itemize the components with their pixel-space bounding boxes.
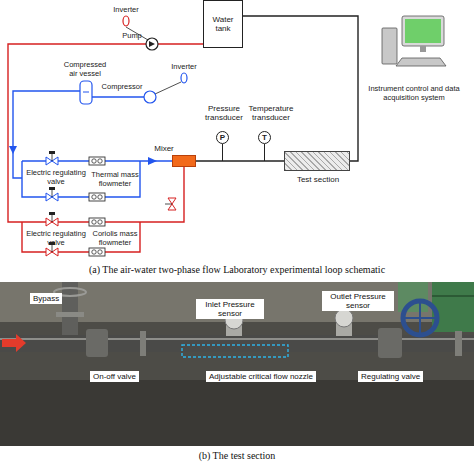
- photo-main-pipe: [0, 335, 474, 352]
- pump-symbol: [146, 38, 158, 50]
- valve-actuator: [52, 190, 53, 197]
- component-label: Electric regulating valve: [22, 229, 90, 247]
- valve-actuator: [165, 204, 172, 205]
- flowmeter-symbol: [89, 218, 105, 226]
- node-heading: Pressure transducer: [200, 104, 248, 122]
- flowmeter-symbol: [89, 248, 105, 256]
- photo-flange: [455, 331, 462, 356]
- component-label: Compressor: [100, 82, 144, 91]
- photo-regulating-valve: [378, 328, 402, 358]
- computer-screen: [405, 19, 441, 43]
- monitor-stand: [420, 46, 426, 52]
- photo-floor: [0, 380, 474, 446]
- photo-background: [0, 282, 474, 446]
- pipe-connector: [196, 160, 284, 161]
- photo-handwheel: [403, 301, 437, 335]
- photo-drum-rim: [432, 295, 474, 297]
- air-branch: [22, 161, 140, 197]
- signal-wire: [155, 82, 181, 94]
- vessel-valve: [83, 92, 89, 93]
- air-pipe: [92, 96, 144, 97]
- computer-keyboard: [396, 58, 446, 66]
- transducer-stem: [264, 144, 265, 161]
- component-label: Electric regulating valve: [22, 168, 90, 186]
- callout-tag: Outlet Pressure sensor: [322, 291, 394, 311]
- flowmeter-symbol: [89, 193, 105, 201]
- flowmeter-symbol: [92, 250, 96, 254]
- figure-caption: (a) The air-water two-phase flow Laborat…: [0, 264, 474, 276]
- photo-bypass-pipe: [62, 282, 78, 338]
- valve-actuator: [52, 154, 53, 161]
- computer-tower: [382, 28, 397, 64]
- valve-actuator: [49, 212, 55, 215]
- compressor-symbol: [144, 91, 156, 103]
- flow-arrow: [2, 334, 26, 352]
- flowmeter-symbol: [98, 220, 102, 224]
- photo-outlet-sensor: [335, 309, 353, 327]
- component-label: Instrument control and data acquisition …: [356, 84, 472, 102]
- valve-actuator: [49, 151, 55, 154]
- photo-flange: [140, 331, 146, 356]
- flowmeter-symbol: [92, 159, 96, 163]
- callout-tag: Regulating valve: [358, 371, 423, 382]
- photo-nozzle-highlight: [182, 345, 288, 357]
- flowmeter-symbol: [98, 250, 102, 254]
- transducer-circle: Pressure transducerP: [216, 131, 229, 144]
- transducer-circle: Temperature transducerT: [258, 131, 271, 144]
- photo-drum: [398, 282, 428, 312]
- component-label: Compressed air vessel: [62, 60, 108, 78]
- inverter-symbol: [123, 16, 129, 26]
- callout-tag: Inlet Pressure sensor: [196, 299, 264, 319]
- computer-monitor: [402, 16, 444, 46]
- pipe-connector: [8, 44, 203, 222]
- node-heading: Mixer: [149, 144, 179, 153]
- component-label: Thermal mass flowmeter: [90, 170, 140, 188]
- tank-box: Water tank: [203, 0, 243, 48]
- callout-tag: On-off valve: [90, 371, 139, 382]
- flow-arrow: [148, 157, 157, 165]
- mixer-box: Mixer: [172, 155, 196, 167]
- transducer-stem: [222, 144, 223, 161]
- flowmeter-symbol: [98, 195, 102, 199]
- photo-handwheel: [419, 301, 421, 335]
- pipe-connector: [243, 16, 358, 161]
- air-pipe: [13, 91, 80, 178]
- node-symbol-letter: P: [220, 133, 225, 142]
- flowmeter-symbol: [89, 157, 105, 165]
- air-vessel-symbol: [80, 81, 92, 104]
- test-section-box: Test section: [284, 151, 350, 171]
- valve-actuator: [49, 187, 55, 190]
- pump-impeller: [149, 41, 155, 47]
- figure-caption: (b) The test section: [0, 450, 474, 462]
- component-label: Pump: [118, 31, 146, 40]
- flowmeter-symbol: [92, 195, 96, 199]
- node-text: Water tank: [208, 15, 238, 33]
- water-branch: [22, 222, 140, 252]
- callout-tag: Bypass: [30, 293, 62, 304]
- component-label: Coriolis mass flowmeter: [90, 229, 140, 247]
- valve-actuator: [52, 215, 53, 222]
- photo-flange: [56, 312, 84, 317]
- flowmeter-symbol: [98, 159, 102, 163]
- flowmeter-symbol: [92, 220, 96, 224]
- component-label: Inverter: [109, 5, 143, 14]
- flow-arrow: [9, 146, 17, 154]
- photo-pipe-highlight: [0, 338, 474, 340]
- component-label: Inverter: [167, 62, 201, 71]
- callout-tag: Adjustable critical flow nozzle: [206, 371, 316, 382]
- node-symbol-letter: T: [262, 133, 267, 142]
- node-caption: Test section: [285, 175, 351, 184]
- node-heading: Temperature transducer: [247, 104, 295, 122]
- inverter-symbol: [181, 73, 187, 83]
- photo-on-off-valve: [86, 329, 108, 357]
